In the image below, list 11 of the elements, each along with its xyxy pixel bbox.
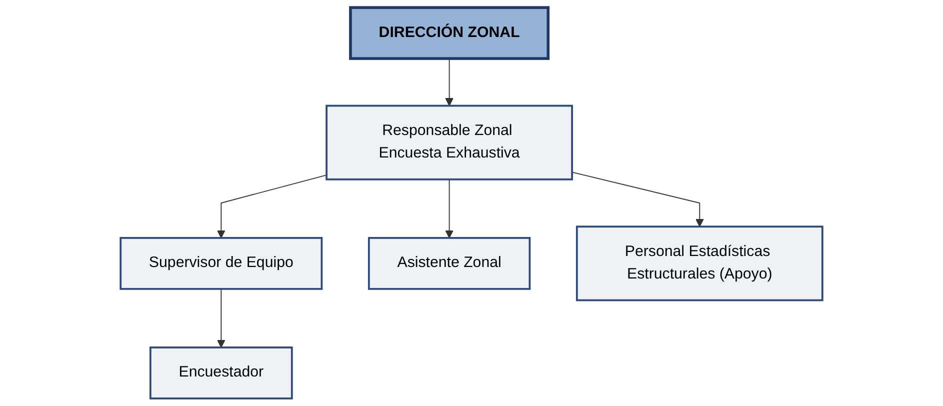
arrow bbox=[445, 58, 454, 106]
node-box: Personal Estadísticas Estructurales (Apoyo) bbox=[576, 226, 824, 302]
arrow bbox=[217, 288, 226, 348]
node-box: Responsable Zonal Encuesta Exhaustiva bbox=[326, 104, 573, 180]
arrow bbox=[217, 174, 328, 238]
node-box: Supervisor de Equipo bbox=[120, 237, 323, 290]
arrow bbox=[572, 172, 704, 227]
node-box: Encuestador bbox=[149, 346, 293, 400]
node-box: Asistente Zonal bbox=[368, 237, 531, 290]
arrow bbox=[445, 178, 454, 238]
node-box: DIRECCIÓN ZONAL bbox=[349, 6, 550, 60]
